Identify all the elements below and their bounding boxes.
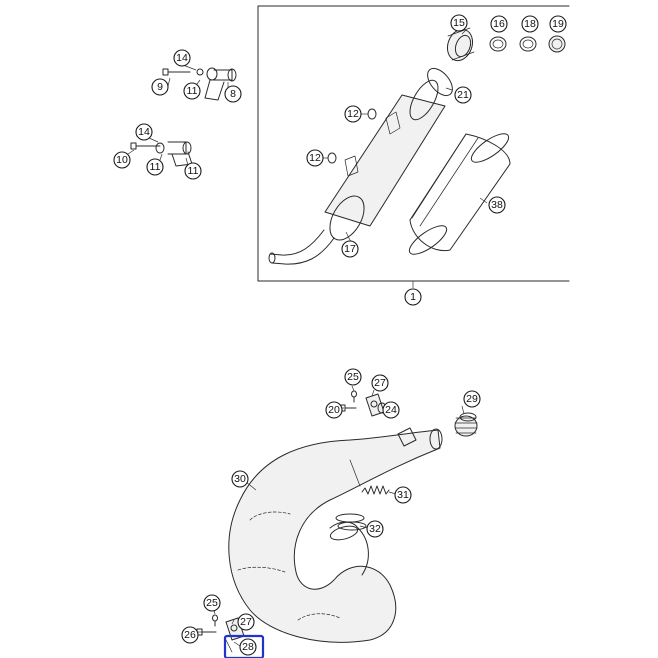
callout-14-lower-label: 14 bbox=[138, 126, 150, 138]
callout-11-lower-b-label: 11 bbox=[188, 165, 199, 177]
callout-31: 31 bbox=[394, 486, 412, 504]
callout-29-label: 29 bbox=[466, 393, 478, 405]
callout-11-lower-a: 11 bbox=[146, 158, 164, 176]
callout-9: 9 bbox=[151, 78, 169, 96]
header-mount-lower-part bbox=[196, 614, 245, 653]
ring-18-part bbox=[519, 36, 537, 52]
callout-15-label: 15 bbox=[453, 17, 465, 29]
callout-12-lower-label: 12 bbox=[309, 152, 321, 164]
callout-28[interactable]: 28 bbox=[239, 638, 257, 656]
callout-27-upper: 27 bbox=[371, 374, 389, 392]
callout-26-label: 26 bbox=[184, 629, 196, 641]
callout-21: 21 bbox=[454, 86, 472, 104]
callout-15: 15 bbox=[450, 14, 468, 32]
silencer-assembly-frame bbox=[257, 5, 570, 288]
callout-38-label: 38 bbox=[491, 199, 503, 211]
callout-20-label: 20 bbox=[328, 404, 340, 416]
header-mount-upper-part bbox=[339, 390, 387, 417]
end-cap-part bbox=[446, 27, 475, 62]
mount-bracket-lower-part bbox=[130, 141, 193, 167]
callout-28-label: 28 bbox=[242, 641, 254, 653]
callout-9-label: 9 bbox=[157, 81, 163, 93]
spring-upper-part bbox=[361, 485, 397, 495]
callout-20: 20 bbox=[325, 401, 343, 419]
header-pipe-part bbox=[228, 427, 443, 643]
callout-27-lower: 27 bbox=[237, 613, 255, 631]
callout-27-upper-label: 27 bbox=[374, 377, 386, 389]
silencer-body-part bbox=[268, 79, 446, 265]
callout-17: 17 bbox=[341, 240, 359, 258]
leader-lines bbox=[127, 29, 488, 647]
callout-18: 18 bbox=[521, 15, 539, 33]
grommet-12b-part bbox=[322, 152, 337, 164]
callout-32: 32 bbox=[366, 520, 384, 538]
callout-18-label: 18 bbox=[524, 18, 536, 30]
callout-14-upper: 14 bbox=[173, 49, 191, 67]
callout-8-label: 8 bbox=[230, 88, 236, 100]
callout-24-label: 24 bbox=[385, 404, 397, 416]
callout-11-lower-a-label: 11 bbox=[150, 161, 161, 173]
callout-8: 8 bbox=[224, 85, 242, 103]
callout-11-upper: 11 bbox=[183, 82, 201, 100]
callout-10-label: 10 bbox=[116, 154, 128, 166]
callout-12-upper-label: 12 bbox=[347, 108, 359, 120]
callout-14-lower: 14 bbox=[135, 123, 153, 141]
callout-30: 30 bbox=[231, 470, 249, 488]
silencer-sleeve-part bbox=[408, 133, 511, 255]
callout-19: 19 bbox=[549, 15, 567, 33]
highlight-box bbox=[223, 634, 265, 658]
callout-10: 10 bbox=[113, 151, 131, 169]
callout-31-label: 31 bbox=[397, 489, 409, 501]
callout-19-label: 19 bbox=[552, 18, 564, 30]
rubber-sleeve-part bbox=[454, 412, 478, 437]
spring-lower-part bbox=[335, 513, 369, 531]
callout-25-lower: 25 bbox=[203, 594, 221, 612]
callout-24: 24 bbox=[382, 401, 400, 419]
callout-25-lower-label: 25 bbox=[206, 597, 218, 609]
callout-30-label: 30 bbox=[234, 473, 246, 485]
callout-16: 16 bbox=[490, 15, 508, 33]
callout-26: 26 bbox=[181, 626, 199, 644]
callout-1: 1 bbox=[404, 288, 422, 306]
callout-25-upper: 25 bbox=[344, 368, 362, 386]
callout-11-lower-b: 11 bbox=[184, 162, 202, 180]
callout-12-lower: 12 bbox=[306, 149, 324, 167]
callout-29: 29 bbox=[463, 390, 481, 408]
grommet-12a-part bbox=[360, 108, 377, 120]
ring-19-part bbox=[548, 35, 566, 53]
callout-32-label: 32 bbox=[369, 523, 381, 535]
callout-27-lower-label: 27 bbox=[240, 616, 252, 628]
callout-12-upper: 12 bbox=[344, 105, 362, 123]
callout-16-label: 16 bbox=[493, 18, 505, 30]
callout-14-upper-label: 14 bbox=[176, 52, 188, 64]
ring-16-part bbox=[489, 36, 507, 52]
callout-11-upper-label: 11 bbox=[187, 85, 198, 97]
callout-25-upper-label: 25 bbox=[347, 371, 359, 383]
mount-bracket-upper-part bbox=[162, 67, 237, 101]
gasket-part bbox=[427, 67, 453, 97]
callout-21-label: 21 bbox=[457, 89, 469, 101]
callout-38: 38 bbox=[488, 196, 506, 214]
callout-17-label: 17 bbox=[344, 243, 356, 255]
callout-1-label: 1 bbox=[410, 291, 416, 303]
